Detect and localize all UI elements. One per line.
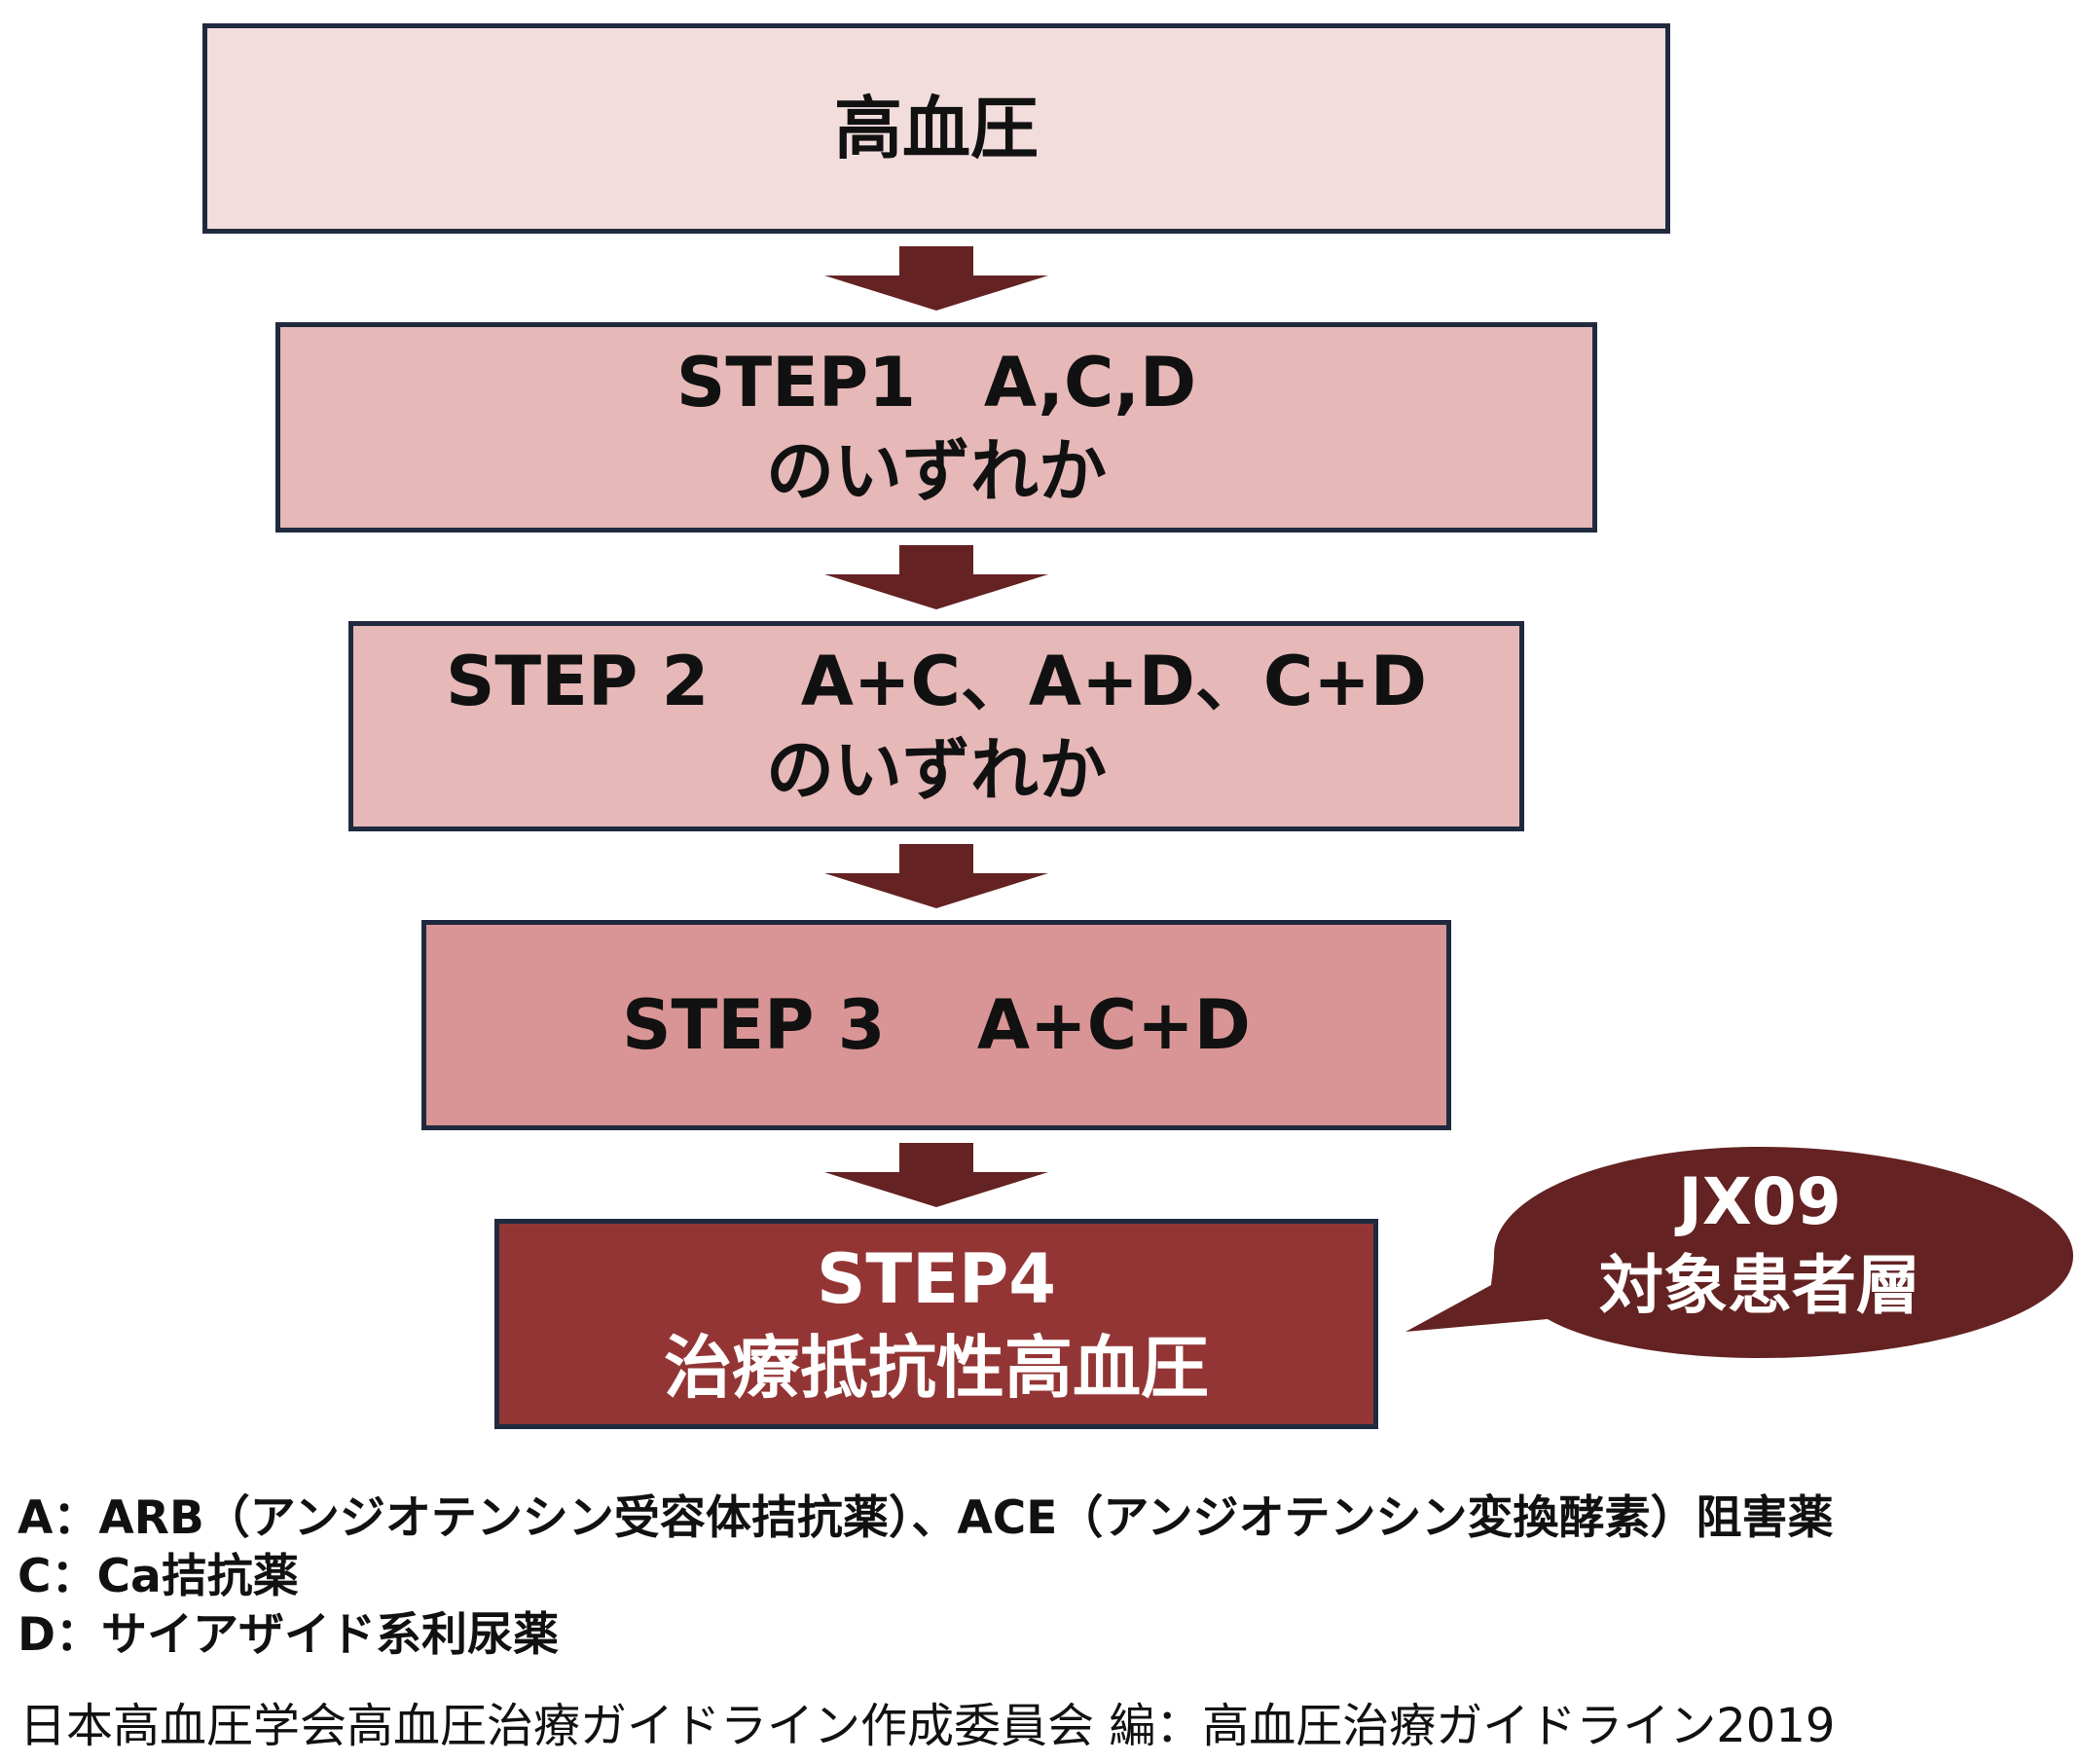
step4-title: STEP4 bbox=[817, 1239, 1056, 1319]
step4-subtitle: 治療抵抗性高血圧 bbox=[664, 1328, 1209, 1408]
legend-item-a: A：ARB（アンジオテンシン受容体拮抗薬）、ACE（アンジオテンシン変換酵素）阻… bbox=[18, 1491, 1834, 1545]
down-arrow-icon bbox=[824, 1143, 1048, 1207]
step2-title: STEP 2 A+C、A+D、C+D bbox=[446, 642, 1427, 721]
step3-title: STEP 3 A+C+D bbox=[622, 984, 1251, 1065]
step2-subtitle: のいずれか bbox=[766, 730, 1107, 810]
legend-item-c: C：Ca拮抗薬 bbox=[18, 1550, 299, 1603]
callout-bubble bbox=[1405, 1147, 2073, 1358]
step2-box: STEP 2 A+C、A+D、C+D のいずれか bbox=[348, 621, 1524, 831]
callout-product: JX09 bbox=[1678, 1164, 1842, 1240]
down-arrow-icon bbox=[824, 246, 1048, 311]
step4-box: STEP4 治療抵抗性高血圧 bbox=[494, 1219, 1378, 1429]
down-arrow-icon bbox=[824, 545, 1048, 609]
source-citation: 日本高血圧学会高血圧治療ガイドライン作成委員会 編：高血圧治療ガイドライン201… bbox=[19, 1699, 1836, 1753]
step1-subtitle: のいずれか bbox=[766, 431, 1107, 511]
step1-box: STEP1 A,C,D のいずれか bbox=[275, 322, 1597, 533]
step3-box: STEP 3 A+C+D bbox=[421, 920, 1451, 1130]
step1-title: STEP1 A,C,D bbox=[675, 343, 1197, 423]
legend: A：ARB（アンジオテンシン受容体拮抗薬）、ACE（アンジオテンシン変換酵素）阻… bbox=[18, 1489, 1833, 1665]
legend-item-d: D：サイアザイド系利尿薬 bbox=[18, 1608, 560, 1662]
callout-text: JX09 対象患者層 bbox=[1441, 1147, 2079, 1341]
hypertension-label: 高血圧 bbox=[834, 88, 1039, 168]
hypertension-box: 高血圧 bbox=[202, 23, 1670, 234]
down-arrow-icon bbox=[824, 844, 1048, 908]
callout-target: 対象患者層 bbox=[1599, 1248, 1920, 1323]
